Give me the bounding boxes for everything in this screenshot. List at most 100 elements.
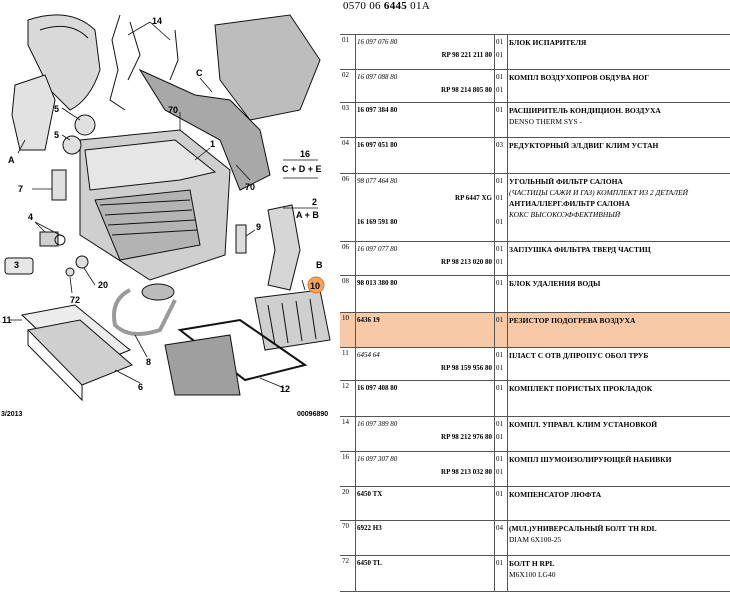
quantity-value: 01	[496, 106, 503, 114]
description-cell: БЛОК ИСПАРИТЕЛЯ	[507, 35, 730, 69]
exploded-view-drawing: 14 C 70 1 16 C + D + E 70 2 A + B 7 A 5 …	[1, 14, 331, 418]
quantity-value: 03	[496, 141, 503, 149]
part-number: RP 98 159 956 80	[441, 364, 492, 372]
part-number-cell: 6450 TL	[355, 556, 495, 591]
quantity-value: 01	[496, 468, 503, 476]
part-number: 16 097 384 80	[357, 106, 398, 114]
callout-label: 72	[70, 295, 80, 305]
description-cell: БЛОК УДАЛЕНИЯ ВОДЫ	[507, 276, 730, 312]
part-number-cell: 6450 TX	[355, 487, 495, 520]
item-number: 03	[342, 104, 349, 112]
quantity-value: 01	[496, 420, 503, 428]
parts-diagram: 14 C 70 1 16 C + D + E 70 2 A + B 7 A 5 …	[0, 0, 340, 600]
quantity-cell: 04	[494, 521, 508, 555]
quantity-cell: 01	[494, 556, 508, 591]
part-number: 98 077 464 80	[357, 177, 398, 185]
quantity-value: 01	[496, 559, 503, 567]
item-number: 10	[342, 314, 349, 322]
quantity-value: 01	[496, 218, 503, 226]
item-number: 16	[342, 453, 349, 461]
callout-label: A	[8, 155, 15, 165]
item-cell: 16	[340, 452, 356, 486]
quantity-value: 01	[496, 490, 503, 498]
callout-label: 70	[245, 182, 255, 192]
part-number-cell: 6436 19	[355, 313, 495, 347]
part-number-cell: 6454 64 RP 98 159 956 80	[355, 348, 495, 380]
part-number: 6436 19	[357, 316, 380, 324]
part-description: M6X100 LG40	[509, 570, 556, 579]
quantity-cell: 01 01	[494, 417, 508, 451]
item-cell: 20	[340, 487, 356, 520]
callout-label: B	[316, 260, 323, 270]
quantity-value: 01	[496, 433, 503, 441]
noise-insulation-part-c	[214, 14, 321, 121]
quantity-cell: 01	[494, 487, 508, 520]
part-description: (ЧАСТИЦЫ САЖИ И ГАЗ) КОМПЛЕКТ ИЗ 2 ДЕТАЛ…	[509, 188, 689, 197]
description-cell: ПЛАСТ С ОТВ Д/ПРОПУС ОБОЛ ТРУБ	[507, 348, 730, 380]
item-number: 06	[342, 243, 349, 251]
sensor-part-7	[51, 169, 67, 201]
part-number: 16 097 051 80	[357, 141, 398, 149]
description-cell: УГОЛЬНЫЙ ФИЛЬТР САЛОНА (ЧАСТИЦЫ САЖИ И ГА…	[507, 174, 730, 241]
item-number: 20	[342, 488, 349, 496]
part-number: RP 98 214 805 80	[441, 86, 492, 94]
callout-label: 3	[14, 260, 19, 270]
quantity-value: 01	[496, 351, 503, 359]
callout-label: 12	[280, 384, 290, 394]
quantity-value: 01	[496, 245, 503, 253]
part-number: RP 98 221 211 80	[441, 51, 492, 59]
quantity-cell: 03	[494, 138, 508, 173]
part-description: БЛОК УДАЛЕНИЯ ВОДЫ	[509, 279, 601, 288]
insulation-shell-part	[27, 14, 101, 111]
part-number: 6454 64	[357, 351, 380, 359]
callout-label: 16	[300, 149, 310, 159]
part-number-cell: 16 097 384 80	[355, 103, 495, 137]
part-description: УГОЛЬНЫЙ ФИЛЬТР САЛОНА	[509, 177, 623, 186]
quantity-value: 01	[496, 316, 503, 324]
part-number: 16 097 088 80	[357, 73, 398, 81]
part-description: КОМПЛ. УПРАВЛ. КЛИМ УСТАНОВКОЙ	[509, 420, 658, 429]
control-cable-part	[109, 14, 126, 111]
quantity-cell: 01	[494, 313, 508, 347]
table-row[interactable]: 03 16 097 384 80 01 РАСШИРИТЕЛЬ КОНДИЦИОН. …	[340, 103, 730, 138]
item-number: 06	[342, 175, 349, 183]
quantity-value: 01	[496, 279, 503, 287]
drain-unit-part	[112, 288, 177, 336]
part-number-cell: 16 097 051 80	[355, 138, 495, 173]
description-cell: КОМПЛЕКТ ПОРИСТЫХ ПРОКЛАДОК	[507, 381, 730, 416]
part-description: КОМПЛ ВОЗДУХОПРОВ ОБДУВА НОГ	[509, 73, 650, 82]
table-row[interactable]: 10 6436 19 01 РЕЗИСТОР ПОДОГРЕВА ВОЗДУХА	[340, 313, 730, 348]
callout-label: 1	[210, 139, 215, 149]
item-number: 02	[342, 71, 349, 79]
callout-label: 9	[256, 222, 261, 232]
callout-label: C + D + E	[282, 164, 322, 174]
item-number: 04	[342, 139, 349, 147]
item-number: 72	[342, 557, 349, 565]
part-number: RP 98 213 032 80	[441, 468, 492, 476]
part-description: КОМПЕНСАТОР ЛЮФТА	[509, 490, 602, 499]
part-description: РЕЗИСТОР ПОДОГРЕВА ВОЗДУХА	[509, 316, 636, 325]
item-number: 08	[342, 277, 349, 285]
part-number-cell: 98 013 380 80	[355, 276, 495, 312]
